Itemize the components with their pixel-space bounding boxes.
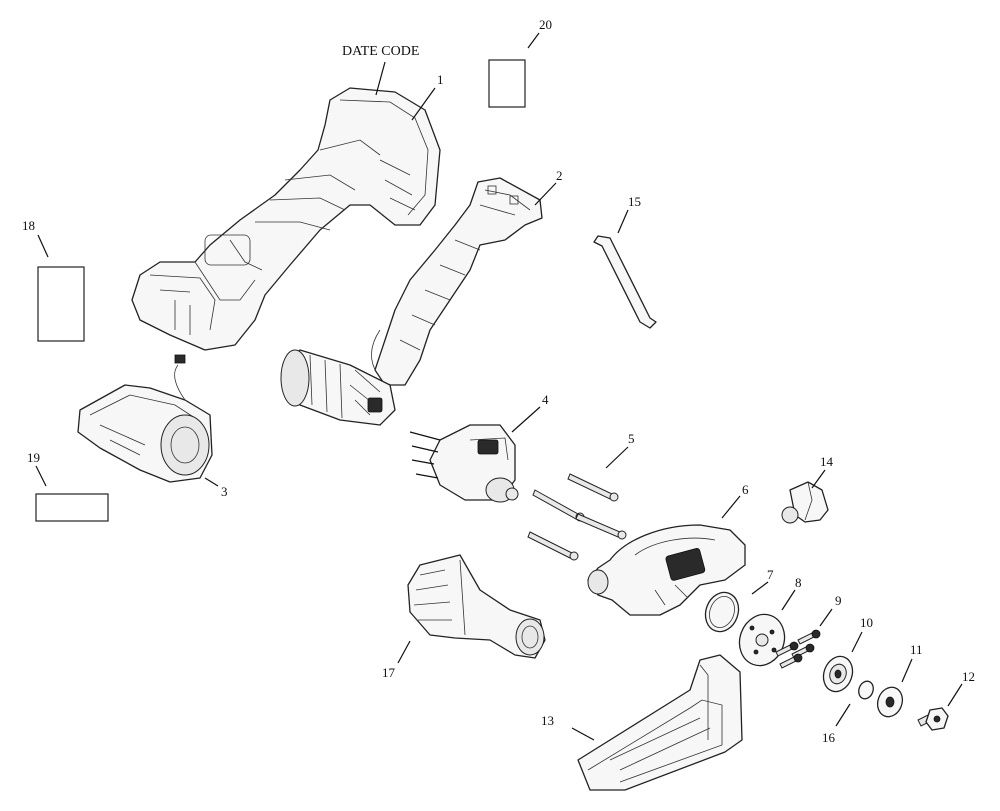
callout-4: 4 <box>542 392 549 407</box>
part-washer <box>858 680 874 700</box>
callout-10: 10 <box>860 615 873 630</box>
part-housing <box>131 87 441 351</box>
part-ring <box>704 591 740 633</box>
part-switch-module <box>371 177 543 386</box>
label-box-19 <box>35 493 109 522</box>
callout-12: 12 <box>962 669 975 684</box>
callout-9: 9 <box>835 593 842 608</box>
callout-20: 20 <box>539 17 552 32</box>
callout-2: 2 <box>556 168 563 183</box>
callout-5: 5 <box>628 431 635 446</box>
label-box-18 <box>37 266 85 342</box>
callout-1: 1 <box>437 72 444 87</box>
part-motor <box>280 349 396 426</box>
callout-8: 8 <box>795 575 802 590</box>
part-bolt <box>917 707 949 731</box>
callout-16: 16 <box>822 730 836 745</box>
callout-11: 11 <box>910 642 923 657</box>
callout-13: 13 <box>541 713 554 728</box>
part-small-screws <box>775 629 821 669</box>
callout-17: 17 <box>382 665 396 680</box>
part-hex-key <box>593 235 657 329</box>
part-lower-housing <box>77 354 213 483</box>
part-dust-port <box>407 554 546 659</box>
part-blade-guard <box>587 524 746 616</box>
callout-18: 18 <box>22 218 35 233</box>
part-gear-case <box>409 424 519 503</box>
part-plate <box>738 613 786 667</box>
date-code-label: DATE CODE <box>342 44 419 59</box>
part-knob <box>781 481 829 524</box>
callout-19: 19 <box>27 450 40 465</box>
callout-3: 3 <box>221 484 228 499</box>
part-screws <box>527 473 627 561</box>
part-nut <box>876 686 904 718</box>
part-flange <box>822 655 854 693</box>
part-stand <box>577 654 743 791</box>
callout-7: 7 <box>767 567 774 582</box>
callout-6: 6 <box>742 482 749 497</box>
leader-lines <box>35 32 963 741</box>
label-box-20 <box>488 59 526 108</box>
callout-14: 14 <box>820 454 834 469</box>
callout-15: 15 <box>628 194 641 209</box>
